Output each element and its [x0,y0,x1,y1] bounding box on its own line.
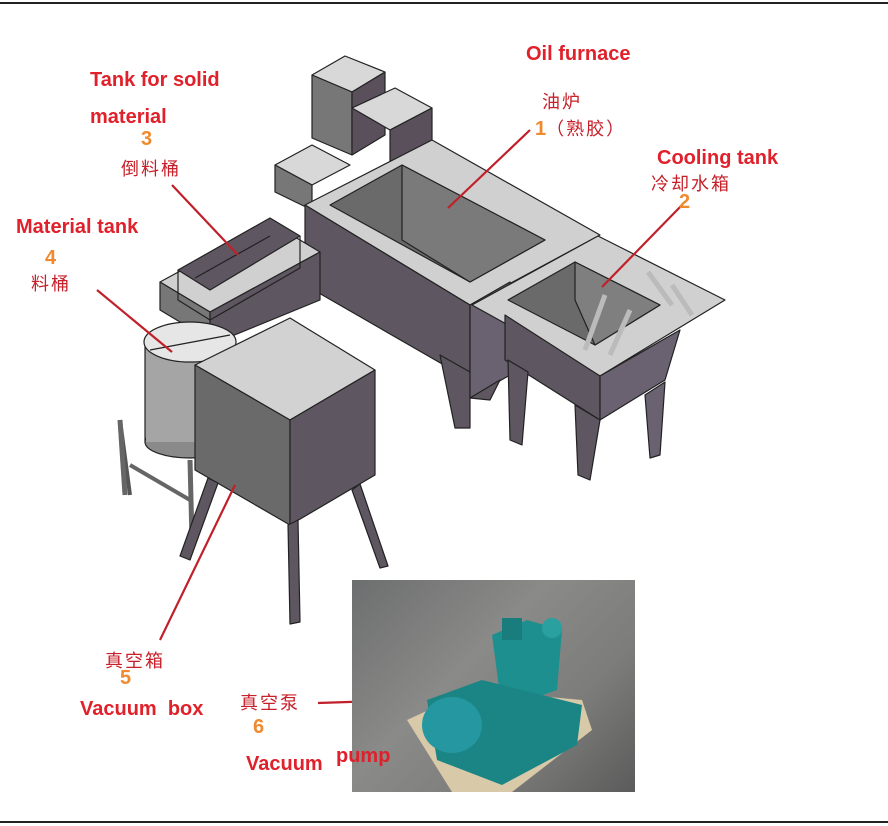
vacuum-pump-label-1: Vacuum [246,753,323,775]
leader-line-4 [96,289,173,353]
oil-furnace-number-row: 1（熟胶） [535,115,626,141]
cooling-tank [471,235,726,481]
material-tank-number: 4 [45,247,57,269]
vacuum-box [179,317,389,625]
vacuum-box-number: 5 [120,667,132,689]
top-border [0,2,888,4]
vacuum-box-cn-label: 真空箱 [105,651,165,672]
oil-furnace-number: 1 [535,118,547,140]
oil-furnace-label: Oil furnace [526,43,631,65]
bottom-border [0,821,888,823]
material-tank-label: Material tank [16,216,139,238]
vacuum-pump-number: 6 [253,716,265,738]
cooling-tank-number: 2 [679,191,691,213]
vacuum-pump-label-2: pump [336,745,391,767]
cooling-tank-cn-label: 冷却水箱 [651,174,731,195]
leader-line-3 [171,184,239,256]
material-tank-cn-label: 料桶 [31,274,71,295]
oil-furnace-cn-label: 油炉 [542,92,582,113]
vacuum-pump-photo [352,580,635,792]
solid-tank-number: 3 [141,128,153,150]
solid-tank-label-line2: material [90,106,167,128]
solid-tank-label-line1: Tank for solid [90,69,220,91]
solid-material-tank [159,217,321,346]
oil-furnace-note: （熟胶） [546,119,627,140]
leader-line-2 [601,204,683,288]
solid-tank-cn-label: 倒料桶 [121,159,181,180]
leader-line-5 [159,484,236,641]
vacuum-box-label: Vacuum box [80,698,204,720]
leader-line-1 [447,129,531,209]
vacuum-pump-cn-label: 真空泵 [240,693,300,714]
cooling-tank-label: Cooling tank [657,147,779,169]
